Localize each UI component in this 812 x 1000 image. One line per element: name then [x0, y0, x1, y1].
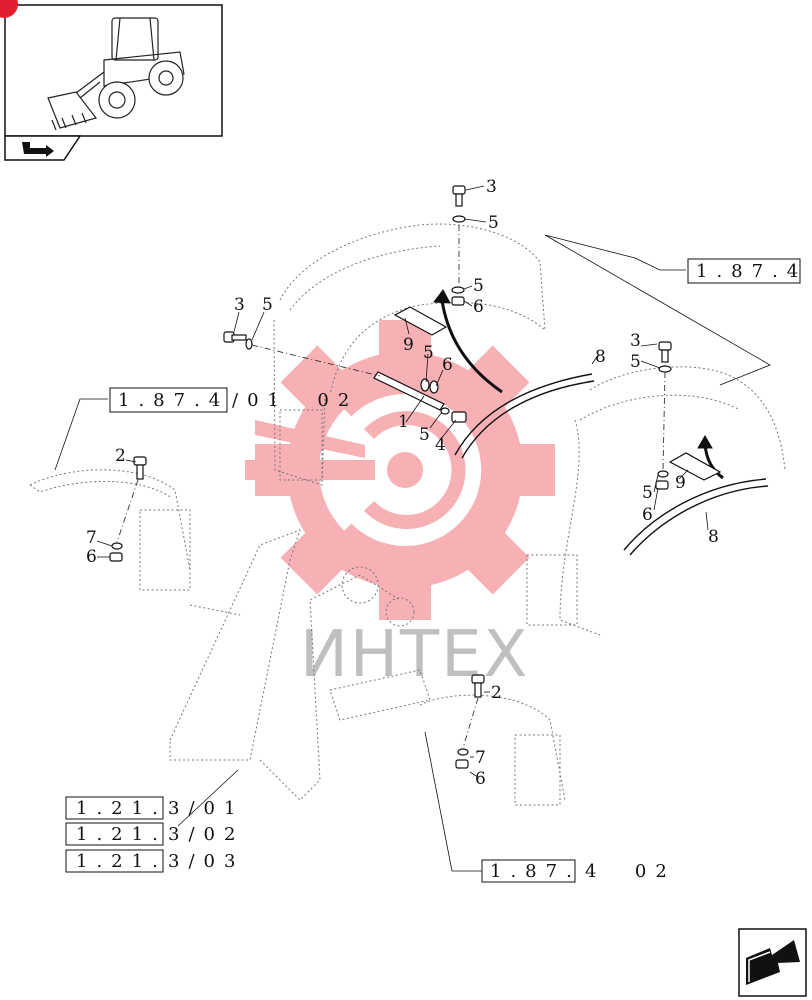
callout-5-right-lower: 5 — [642, 483, 653, 503]
callout-1: 1 — [398, 412, 409, 432]
callout-6-bottom: 6 — [475, 769, 486, 789]
callout-5-left: 5 — [262, 295, 273, 315]
ref-1-21-3-03[interactable]: 1.21. 3/03 — [65, 849, 244, 873]
ref-text: 1.21. — [76, 851, 167, 872]
watermark-text: ИНТЕХ — [300, 618, 529, 692]
callout-2-left: 2 — [115, 446, 126, 466]
callout-9-right: 9 — [675, 473, 686, 493]
callout-5-bottom: 5 — [419, 425, 430, 445]
callout-7-bottom: 7 — [475, 748, 486, 768]
inset-arrow-icon — [22, 142, 54, 157]
callout-5-rod: 5 — [423, 343, 434, 363]
ref-text: 1.87.4 — [696, 261, 807, 282]
watermark-gear-logo: ИНТЕХ — [245, 320, 555, 692]
callout-7-left: 7 — [86, 528, 97, 548]
callout-8-left: 8 — [595, 347, 606, 367]
callout-5-mid: 5 — [473, 276, 484, 296]
callout-6-left: 6 — [86, 547, 97, 567]
rubber-strip — [454, 373, 769, 556]
callout-6-rod: 6 — [442, 355, 453, 375]
ref-text: 1.21. — [76, 824, 167, 845]
callout-6-mid: 6 — [473, 297, 484, 317]
callout-3-left: 3 — [234, 295, 245, 315]
adhesive-pad — [393, 306, 722, 481]
ref-text: 1.87. — [490, 861, 581, 882]
assembly-lines — [116, 225, 666, 749]
callout-5-right: 5 — [630, 352, 641, 372]
red-marker-icon — [0, 0, 18, 18]
ref-1-21-3-02[interactable]: 1.21. 3/02 — [65, 822, 244, 846]
direction-arrow-icon — [433, 289, 724, 480]
fender-drawing — [29, 223, 786, 806]
callout-3-right: 3 — [630, 331, 641, 351]
callout-5-top: 5 — [488, 213, 499, 233]
ref-suffix: 4 02 — [585, 861, 676, 882]
ref-suffix: /01 02 — [232, 390, 358, 411]
ref-1-21-3-01[interactable]: 1.21. 3/01 — [65, 796, 244, 820]
next-arrow-icon — [746, 940, 800, 985]
callout-4: 4 — [435, 435, 446, 455]
ref-text: 1.21. — [76, 798, 167, 819]
next-page-button[interactable] — [738, 928, 807, 997]
ref-suffix: 3/01 — [168, 798, 244, 819]
callout-9-left: 9 — [403, 335, 414, 355]
leader-lines — [54, 185, 771, 872]
callout-2-bottom: 2 — [491, 683, 502, 703]
hardware-parts — [109, 185, 672, 769]
callout-6-right: 6 — [642, 505, 653, 525]
ref-text: 1.87.4 — [118, 390, 229, 411]
wheel-loader-icon — [47, 17, 185, 131]
ref-1-87-4-top[interactable]: 1.87.4 — [687, 258, 807, 284]
ref-suffix: 3/02 — [168, 824, 244, 845]
ref-1-87-4-left[interactable]: 1.87.4 /01 02 — [109, 387, 358, 413]
callout-8-right: 8 — [708, 527, 719, 547]
ref-1-87-4-02-bottom[interactable]: 1.87. 4 02 — [481, 859, 676, 883]
thumbnail-inset — [0, 0, 223, 161]
ref-suffix: 3/03 — [168, 851, 244, 872]
callout-3-top: 3 — [486, 177, 497, 197]
